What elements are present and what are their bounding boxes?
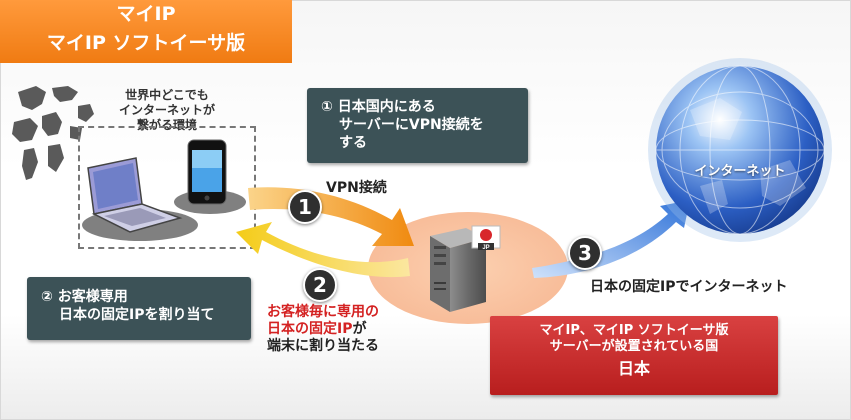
internet-access-label: 日本の固定IPでインターネット bbox=[590, 279, 788, 295]
step3-number-badge: 3 bbox=[568, 236, 602, 270]
server-country-line2: サーバーが設置されている国 bbox=[549, 339, 719, 354]
title-banner: マイIP マイIP ソフトイーサ版 bbox=[0, 0, 292, 63]
assign-ip-label-line3: 端末に割り当たる bbox=[267, 338, 379, 354]
user-environment-box bbox=[78, 126, 256, 249]
step1-number-badge: 1 bbox=[288, 190, 322, 224]
step2-callout: ② お客様専用 日本の固定IPを割り当て bbox=[27, 277, 251, 340]
globe-icon bbox=[648, 58, 832, 242]
assign-ip-label-line2-dark: が bbox=[352, 321, 367, 337]
internet-arrow bbox=[532, 200, 690, 278]
step1-callout-line1: ① 日本国内にある bbox=[321, 99, 436, 115]
title-line1: マイIP bbox=[116, 3, 176, 25]
step2-callout-line1: ② お客様専用 bbox=[41, 289, 128, 305]
step1-callout: ① 日本国内にある サーバーにVPN接続を する bbox=[307, 88, 528, 163]
vpn-connection-label: VPN接続 bbox=[326, 180, 387, 196]
server-country-name: 日本 bbox=[617, 359, 650, 378]
environment-label-line2: インターネットが bbox=[118, 103, 215, 117]
step1-callout-line3: する bbox=[339, 135, 367, 151]
environment-label-line3: 繋がる環境 bbox=[136, 118, 197, 132]
assign-ip-label-line1: お客様毎に専用の bbox=[267, 304, 379, 320]
server-flag-label: JP bbox=[482, 245, 489, 251]
smartphone-icon bbox=[187, 139, 227, 205]
assign-ip-label: お客様毎に専用の 日本の固定IPが 端末に割り当たる bbox=[267, 304, 379, 355]
server-country-line1: マイIP、マイIP ソフトイーサ版 bbox=[539, 323, 729, 338]
laptop-icon bbox=[87, 157, 183, 233]
globe-label: インターネット bbox=[694, 164, 786, 179]
japan-flag-icon: JP bbox=[471, 225, 501, 251]
step2-callout-line2: 日本の固定IPを割り当て bbox=[59, 307, 215, 323]
step2-number-badge: 2 bbox=[303, 268, 337, 302]
step1-callout-line2: サーバーにVPN接続を bbox=[339, 117, 484, 133]
environment-label-line1: 世界中どこでも bbox=[125, 88, 209, 102]
title-line2: マイIP ソフトイーサ版 bbox=[46, 32, 246, 54]
assign-ip-label-line2-red: 日本の固定IP bbox=[267, 321, 353, 337]
environment-label: 世界中どこでも インターネットが 繋がる環境 bbox=[108, 88, 226, 133]
assign-ip-arrow bbox=[236, 222, 410, 278]
server-country-box: マイIP、マイIP ソフトイーサ版 サーバーが設置されている国 日本 bbox=[490, 316, 778, 395]
user-devices bbox=[82, 139, 246, 241]
world-map-icon bbox=[12, 86, 94, 180]
